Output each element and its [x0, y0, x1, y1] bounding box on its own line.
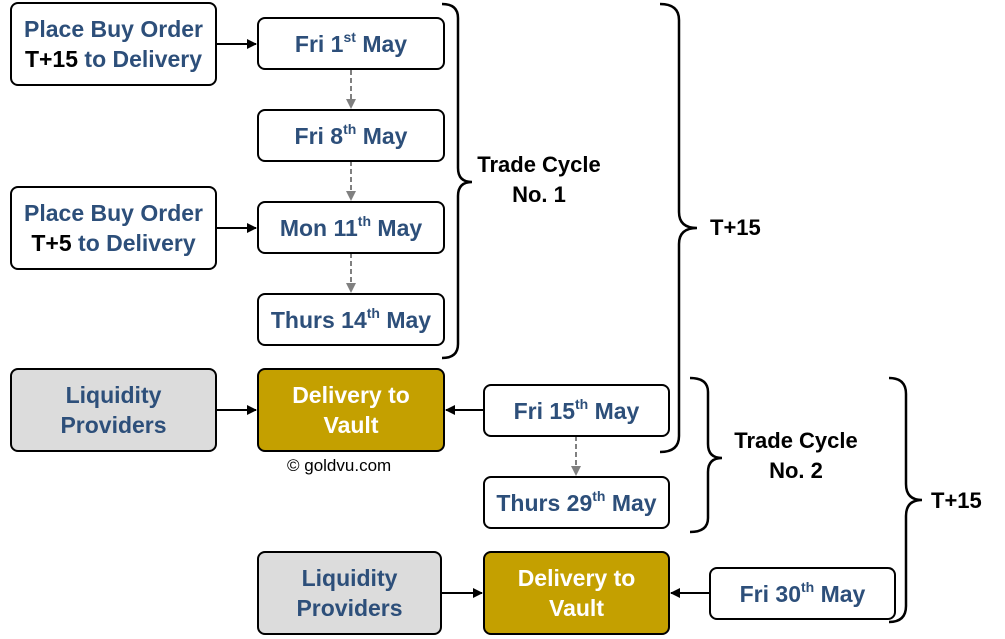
date-box-fri-15: Fri 15th May [483, 384, 670, 437]
trade-cycle-2-line1: Trade Cycle [734, 428, 858, 453]
date-box-thurs-14: Thurs 14th May [257, 293, 445, 346]
place-buy-order-t5-box: Place Buy Order T+5 to Delivery [10, 186, 217, 270]
date-suffix-sup: th [801, 578, 815, 595]
date-prefix: Fri 8 [294, 122, 344, 149]
date-month: May [814, 580, 866, 607]
date-prefix: Thurs 29 [496, 489, 593, 516]
date-box-fri-1: Fri 1st May [257, 17, 445, 70]
liquidity-line2: Providers [60, 412, 167, 438]
trade-cycle-2-line2: No. 2 [769, 458, 823, 483]
date-suffix-sup: th [357, 212, 372, 229]
date-suffix-sup: th [575, 395, 589, 412]
order-highlight: T+15 [24, 46, 79, 72]
date-month: May [605, 489, 657, 516]
date-suffix-sup: st [343, 28, 356, 45]
liquidity-line1: Liquidity [301, 565, 398, 591]
brace-t15-second [888, 376, 923, 624]
brace-trade-cycle-2 [689, 376, 723, 534]
date-suffix-sup: th [592, 487, 606, 504]
order-line1: Place Buy Order [24, 16, 203, 42]
date-box-fri-8: Fri 8th May [257, 109, 445, 162]
delivery-line2: Vault [549, 595, 604, 621]
delivery-line2: Vault [323, 412, 379, 438]
delivery-line1: Delivery to [292, 382, 410, 408]
delivery-to-vault-box-1: Delivery to Vault [257, 368, 445, 452]
delivery-line1: Delivery to [517, 565, 636, 591]
date-prefix: Fri 15 [513, 397, 575, 424]
copyright-text: © goldvu.com [287, 456, 392, 475]
order-line2: to Delivery [71, 230, 196, 256]
date-prefix: Fri 30 [739, 580, 801, 607]
trade-cycle-2-label: Trade Cycle No. 2 [724, 426, 868, 486]
liquidity-providers-box-1: Liquidity Providers [10, 368, 217, 452]
date-box-fri-30: Fri 30th May [709, 567, 896, 620]
liquidity-line1: Liquidity [65, 382, 162, 408]
date-prefix: Fri 1 [294, 30, 344, 57]
date-prefix: Thurs 14 [270, 306, 367, 333]
date-month: May [355, 30, 408, 57]
date-box-thurs-29: Thurs 29th May [483, 476, 670, 529]
date-month: May [371, 214, 423, 241]
date-month: May [588, 397, 640, 424]
place-buy-order-t15-box: Place Buy Order T+15 to Delivery [10, 2, 217, 86]
delivery-to-vault-box-2: Delivery to Vault [483, 551, 670, 635]
order-line2: to Delivery [78, 46, 203, 72]
trade-cycle-1-line1: Trade Cycle [477, 152, 601, 177]
date-month: May [379, 306, 432, 333]
t15-label-1: T+15 [710, 215, 761, 240]
order-highlight: T+5 [31, 230, 72, 256]
brace-t15-first [659, 2, 698, 454]
liquidity-providers-box-2: Liquidity Providers [257, 551, 442, 635]
date-suffix-sup: th [366, 304, 380, 321]
order-line1: Place Buy Order [24, 200, 203, 226]
date-month: May [356, 122, 408, 149]
trade-cycle-1-label: Trade Cycle No. 1 [468, 150, 610, 210]
date-prefix: Mon 11 [279, 214, 358, 241]
liquidity-line2: Providers [296, 595, 403, 621]
date-suffix-sup: th [343, 120, 357, 137]
trade-cycle-1-line2: No. 1 [512, 182, 566, 207]
brace-trade-cycle-1 [441, 2, 473, 360]
date-box-mon-11: Mon 11th May [257, 201, 445, 254]
t15-label-2: T+15 [931, 488, 982, 513]
